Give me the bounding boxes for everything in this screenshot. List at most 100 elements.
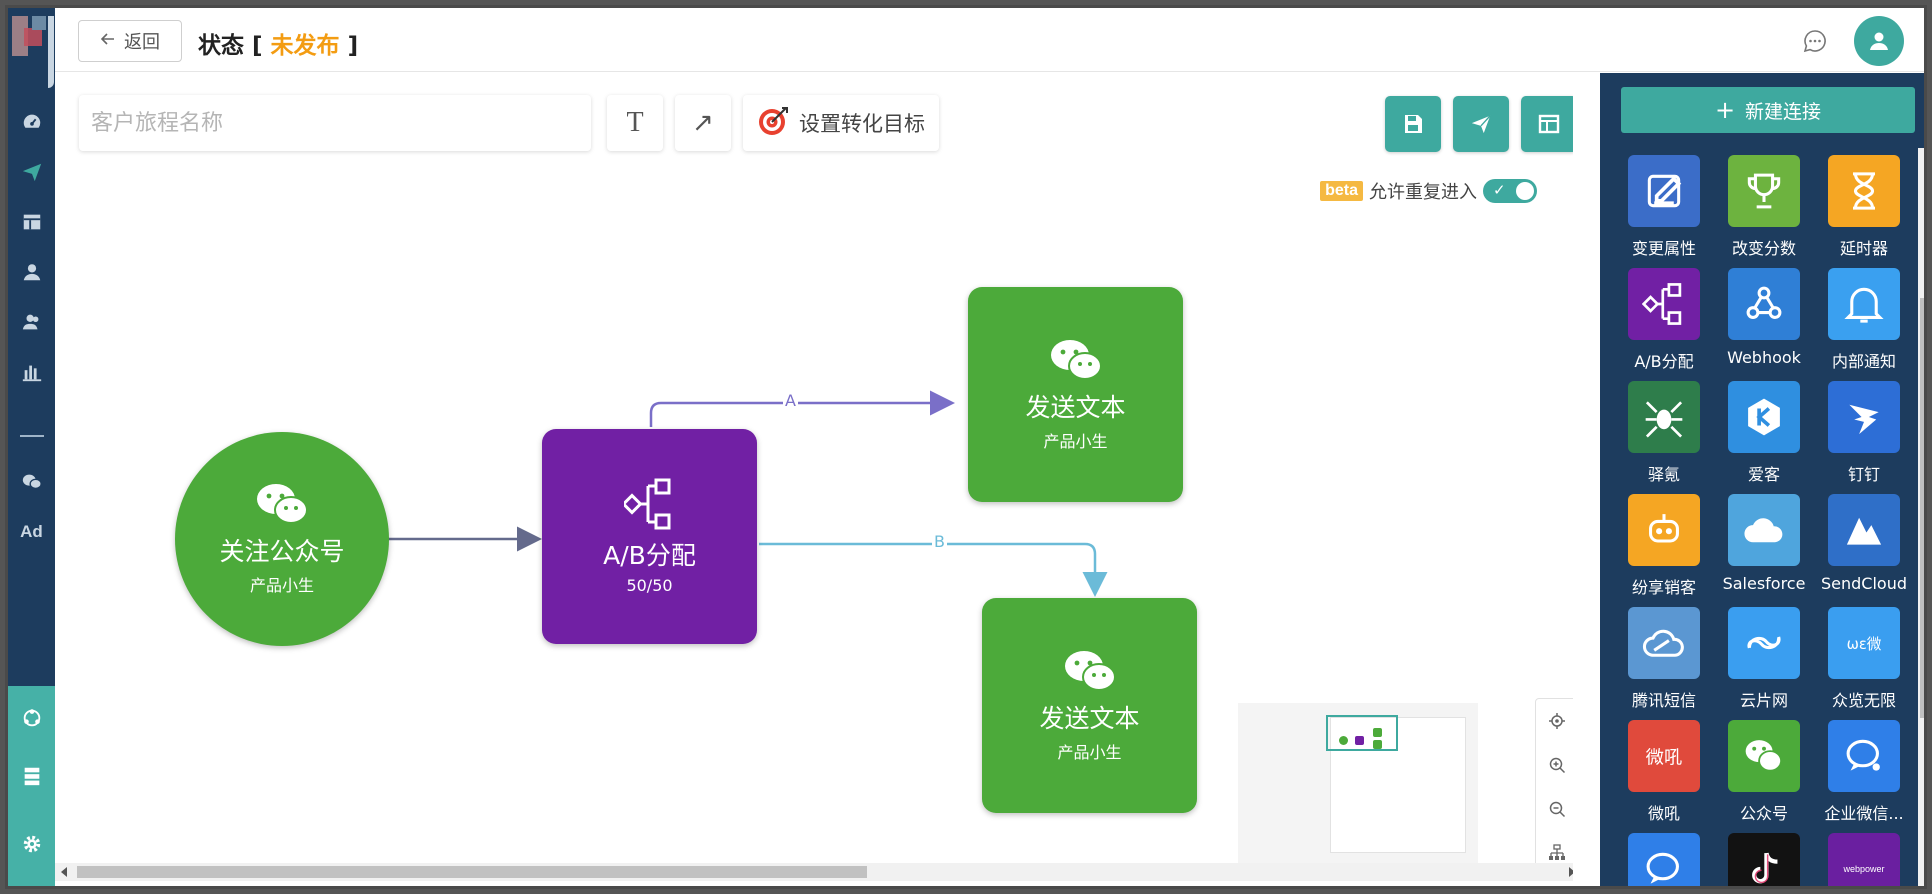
user-icon[interactable] <box>8 254 55 290</box>
arrow-left-icon <box>100 31 116 52</box>
canvas-horizontal-scrollbar[interactable] <box>55 863 1573 881</box>
dashboard-icon[interactable] <box>8 104 55 140</box>
text-tool-icon: T <box>626 107 644 138</box>
text-tool-button[interactable]: T <box>607 95 663 151</box>
palette-item[interactable]: 改变分数 <box>1714 155 1814 259</box>
palette-item[interactable]: 腾讯短信 <box>1614 607 1714 711</box>
zoom-out-icon[interactable] <box>1536 787 1573 831</box>
palette-icon-text: webpower <box>1843 864 1885 874</box>
palette-item[interactable]: 延时器 <box>1814 155 1914 259</box>
avatar-person-icon <box>1870 32 1888 50</box>
wechat-icon <box>257 484 308 524</box>
publish-button[interactable] <box>1453 96 1509 152</box>
rail-divider <box>20 435 44 437</box>
minimap-area <box>1330 717 1466 853</box>
palette-item-label: 内部通知 <box>1831 352 1896 371</box>
spider-icon <box>1628 381 1700 453</box>
zoom-in-icon[interactable] <box>1536 743 1573 787</box>
journey-canvas[interactable]: T ↗ 设置转化目标 beta 允许重复进入 ✓ <box>55 73 1573 881</box>
minimap-node <box>1373 740 1382 749</box>
new-connection-button[interactable]: + 新建连接 <box>1621 87 1915 133</box>
palette-item[interactable] <box>1714 833 1814 886</box>
dingtalk-icon <box>1828 381 1900 453</box>
palette-item-label: 钉钉 <box>1847 465 1880 484</box>
palette-item[interactable]: A/B分配 <box>1614 268 1714 372</box>
set-goal-label: 设置转化目标 <box>799 112 925 136</box>
node-send-text-b[interactable]: 发送文本 产品小生 <box>982 598 1197 813</box>
palette-item[interactable]: 纷享销客 <box>1614 494 1714 598</box>
paper-plane-icon <box>1471 115 1491 134</box>
palette-item-label: 爱客 <box>1747 465 1780 484</box>
scroll-thumb[interactable] <box>77 866 867 878</box>
palette-item[interactable] <box>1614 833 1714 886</box>
arrow-tool-icon: ↗ <box>692 108 714 138</box>
database-icon[interactable] <box>8 758 55 794</box>
palette-item-label: 微吼 <box>1647 804 1680 823</box>
palette-item-label: A/B分配 <box>1634 352 1694 371</box>
palette-item[interactable]: Webhook <box>1714 268 1814 367</box>
node-subtitle: 产品小生 <box>249 576 314 595</box>
node-title: 发送文本 <box>1025 392 1126 422</box>
palette-item[interactable]: SendCloud <box>1814 494 1914 593</box>
locate-icon[interactable] <box>1536 699 1573 743</box>
gear-icon[interactable] <box>8 826 55 862</box>
journey-name-field[interactable] <box>79 95 591 151</box>
back-button[interactable]: 返回 <box>78 20 182 62</box>
palette-item[interactable]: 公众号 <box>1714 720 1814 824</box>
wechat-icon[interactable] <box>8 464 55 500</box>
user-avatar[interactable] <box>1854 16 1904 66</box>
sendcloud-icon <box>1828 494 1900 566</box>
palette-item[interactable]: 钉钉 <box>1814 381 1914 485</box>
node-send-text-a[interactable]: 发送文本 产品小生 <box>968 287 1183 502</box>
chat-icon[interactable] <box>1802 28 1828 54</box>
palette-item[interactable]: 变更属性 <box>1614 155 1714 259</box>
palette-item[interactable]: 驿氪 <box>1614 381 1714 485</box>
node-ab-split[interactable]: A/B分配 50/50 <box>542 429 757 644</box>
palette-item[interactable]: 微吼微吼 <box>1614 720 1714 824</box>
bar-chart-icon[interactable] <box>8 354 55 390</box>
palette-item[interactable]: ωε微众览无限 <box>1814 607 1914 711</box>
node-subtitle: 产品小生 <box>1057 742 1122 762</box>
integration-icon[interactable] <box>8 700 55 736</box>
node-follow-official-account[interactable]: 关注公众号 产品小生 <box>175 432 389 646</box>
wechat-icon <box>1050 339 1102 380</box>
arrow-tool-button[interactable]: ↗ <box>675 95 731 151</box>
rail-bottom-panel <box>8 686 55 886</box>
back-label: 返回 <box>124 32 160 53</box>
user-group-icon[interactable] <box>8 304 55 340</box>
palette-item[interactable]: 企业微信... <box>1814 720 1914 824</box>
chat-bubble-icon <box>1628 833 1700 886</box>
journey-name-input[interactable] <box>79 95 591 151</box>
scroll-thumb[interactable] <box>1920 298 1924 718</box>
palette-scrollbar[interactable] <box>1918 148 1924 886</box>
repeat-entry-label: 允许重复进入 <box>1369 182 1477 203</box>
ad-icon[interactable]: Ad <box>20 522 43 541</box>
component-palette: + 新建连接 变更属性改变分数延时器 A/B分配 Webhook 内部通知驿氪爱客 钉钉… <box>1600 73 1924 886</box>
palette-item[interactable]: 爱客 <box>1714 381 1814 485</box>
palette-item-label: Salesforce <box>1722 574 1806 593</box>
palette-item-label: 延时器 <box>1839 239 1888 258</box>
palette-item-label: SendCloud <box>1821 574 1907 593</box>
minimap-viewport[interactable] <box>1326 715 1398 751</box>
layout-icon[interactable] <box>8 204 55 240</box>
palette-item[interactable]: 云片网 <box>1714 607 1814 711</box>
palette-item[interactable]: 内部通知 <box>1814 268 1914 372</box>
scroll-left-icon[interactable] <box>61 867 67 877</box>
scroll-right-icon[interactable] <box>1569 867 1573 877</box>
template-button[interactable] <box>1521 96 1573 152</box>
wechat-icon <box>1064 650 1116 691</box>
palette-item-label: 纷享销客 <box>1631 578 1696 597</box>
palette-item[interactable]: webpower <box>1814 833 1914 886</box>
status-indicator: 状态 [ 未发布 ] <box>198 26 358 60</box>
set-goal-button[interactable]: 设置转化目标 <box>743 95 939 151</box>
weibo-logo-icon: ωε微 <box>1828 607 1900 679</box>
journey-send-icon[interactable] <box>8 154 55 190</box>
minimap[interactable] <box>1238 703 1478 875</box>
palette-item[interactable]: Salesforce <box>1714 494 1814 593</box>
save-button[interactable] <box>1385 96 1441 152</box>
palette-item-label: 变更属性 <box>1631 239 1696 258</box>
trophy-icon <box>1728 155 1800 227</box>
node-subtitle: 50/50 <box>626 576 673 595</box>
org-chart-icon[interactable] <box>1536 831 1573 875</box>
repeat-entry-toggle[interactable]: ✓ <box>1483 179 1537 203</box>
